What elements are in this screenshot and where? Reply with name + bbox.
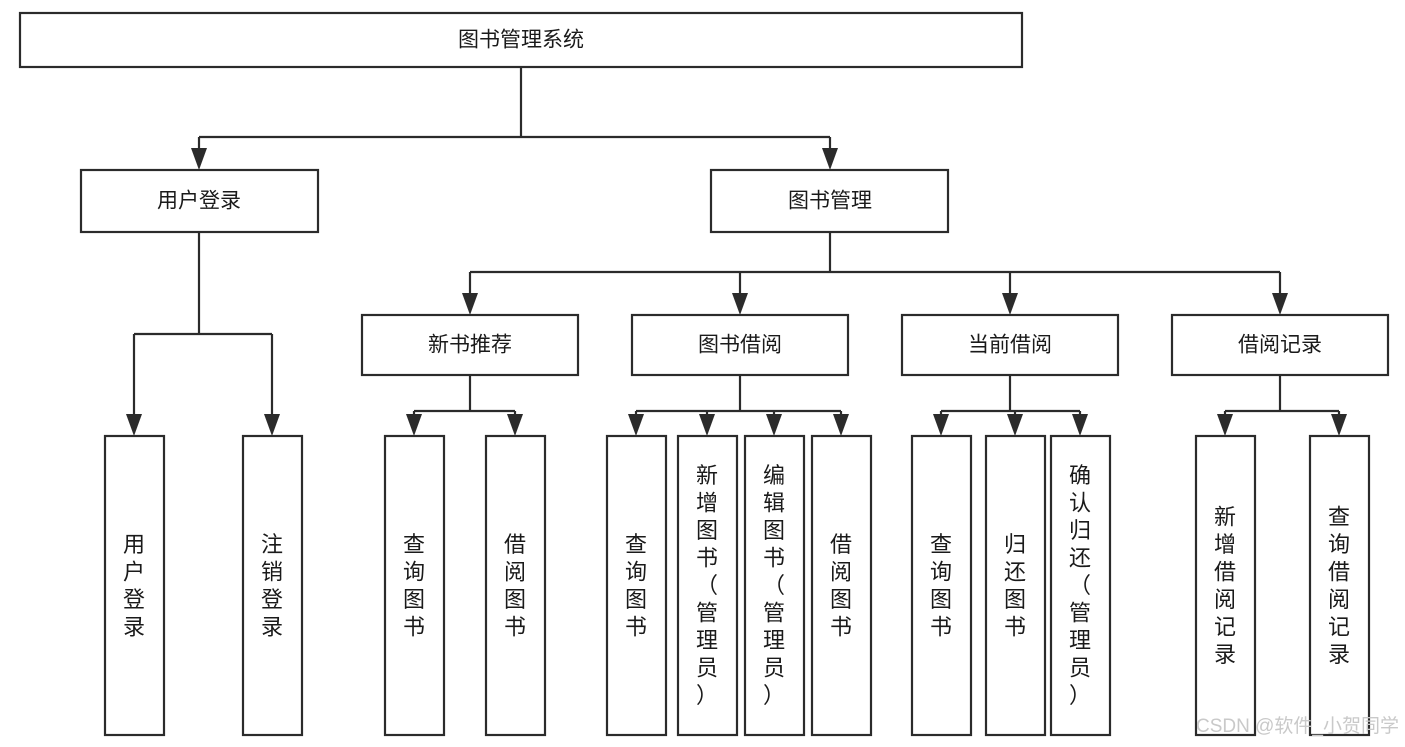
node-leaf-edit-book-box[interactable] xyxy=(743,434,806,737)
arrow-head-new-book-recommend xyxy=(462,293,478,315)
arrow-head-borrow-record xyxy=(1272,293,1288,315)
node-leaf-add-record-label: 新增借阅记录 xyxy=(1214,504,1236,667)
node-leaf-add-book[interactable]: 新增图书（管理员） xyxy=(676,434,739,737)
node-leaf-logout-box[interactable] xyxy=(241,434,304,737)
arrow-head-book-management xyxy=(822,148,838,170)
node-leaf-logout[interactable]: 注销登录 xyxy=(241,434,304,737)
node-leaf-return-book-label: 归还图书 xyxy=(1004,532,1026,640)
arrow-head-leaf-add-record xyxy=(1217,414,1233,436)
node-root-label: 图书管理系统 xyxy=(458,29,584,52)
node-leaf-query-record-box[interactable] xyxy=(1308,434,1371,737)
node-book-borrow-label: 图书借阅 xyxy=(698,334,782,357)
node-leaf-borrow-book-1-label: 借阅图书 xyxy=(504,532,526,640)
connector-group-borrow-record xyxy=(1217,375,1347,436)
node-book-management[interactable]: 图书管理 xyxy=(709,168,950,234)
node-leaf-query-book-2-label: 查询图书 xyxy=(625,532,647,640)
node-leaf-query-record-label: 查询借阅记录 xyxy=(1328,504,1350,667)
node-leaf-edit-book-label: 编辑图书（管理员） xyxy=(763,463,785,708)
node-leaf-add-book-box[interactable] xyxy=(676,434,739,737)
node-leaf-confirm-return[interactable]: 确认归还（管理员） xyxy=(1049,434,1112,737)
node-leaf-borrow-book-1[interactable]: 借阅图书 xyxy=(484,434,547,737)
node-root-box[interactable] xyxy=(18,11,1024,69)
node-leaf-query-book-1-label: 查询图书 xyxy=(403,532,425,640)
arrow-head-leaf-confirm-return xyxy=(1072,414,1088,436)
csdn-watermark: CSDN @软件_小贺同学 xyxy=(1196,715,1399,737)
node-book-management-label: 图书管理 xyxy=(788,190,872,213)
node-borrow-record[interactable]: 借阅记录 xyxy=(1170,313,1390,377)
node-new-book-recommend-box[interactable] xyxy=(360,313,580,377)
node-borrow-record-box[interactable] xyxy=(1170,313,1390,377)
node-leaf-query-book-3[interactable]: 查询图书 xyxy=(910,434,973,737)
arrow-head-user-login xyxy=(191,148,207,170)
connector-group-book-borrow xyxy=(628,375,849,436)
arrow-head-book-borrow xyxy=(732,293,748,315)
node-leaf-query-book-1[interactable]: 查询图书 xyxy=(383,434,446,737)
node-user-login[interactable]: 用户登录 xyxy=(79,168,320,234)
node-leaf-return-book-box[interactable] xyxy=(984,434,1047,737)
node-leaf-query-book-3-box[interactable] xyxy=(910,434,973,737)
arrow-head-leaf-query-book-1 xyxy=(406,414,422,436)
node-leaf-query-record[interactable]: 查询借阅记录 xyxy=(1308,434,1371,737)
node-new-book-recommend-label: 新书推荐 xyxy=(428,334,512,357)
node-leaf-query-book-3-label: 查询图书 xyxy=(930,532,952,640)
connector-group-user-login xyxy=(126,232,280,436)
node-leaf-borrow-book-2[interactable]: 借阅图书 xyxy=(810,434,873,737)
arrow-head-current-borrow xyxy=(1002,293,1018,315)
node-user-login-box[interactable] xyxy=(79,168,320,234)
node-leaf-return-book[interactable]: 归还图书 xyxy=(984,434,1047,737)
connector-group-root xyxy=(191,67,838,170)
node-leaf-add-record[interactable]: 新增借阅记录 xyxy=(1194,434,1257,737)
node-leaf-add-book-label: 新增图书（管理员） xyxy=(696,463,718,708)
node-leaf-confirm-return-label: 确认归还（管理员） xyxy=(1069,463,1091,708)
node-leaf-borrow-book-2-box[interactable] xyxy=(810,434,873,737)
node-book-management-box[interactable] xyxy=(709,168,950,234)
arrow-head-leaf-borrow-book-1 xyxy=(507,414,523,436)
node-current-borrow-label: 当前借阅 xyxy=(968,334,1052,357)
connector-group-current-borrow xyxy=(933,375,1088,436)
arrow-head-leaf-query-book-3 xyxy=(933,414,949,436)
node-book-borrow-box[interactable] xyxy=(630,313,850,377)
node-user-login-label: 用户登录 xyxy=(157,190,241,213)
node-leaf-confirm-return-box[interactable] xyxy=(1049,434,1112,737)
node-leaf-edit-book[interactable]: 编辑图书（管理员） xyxy=(743,434,806,737)
node-root[interactable]: 图书管理系统 xyxy=(18,11,1024,69)
node-book-borrow[interactable]: 图书借阅 xyxy=(630,313,850,377)
connector-group-book-management xyxy=(462,232,1288,315)
node-new-book-recommend[interactable]: 新书推荐 xyxy=(360,313,580,377)
node-leaf-user-login[interactable]: 用户登录 xyxy=(103,434,166,737)
arrow-head-leaf-return-book xyxy=(1007,414,1023,436)
node-leaf-borrow-book-1-box[interactable] xyxy=(484,434,547,737)
arrow-head-leaf-borrow-book-2 xyxy=(833,414,849,436)
node-current-borrow-box[interactable] xyxy=(900,313,1120,377)
node-leaf-query-book-2-box[interactable] xyxy=(605,434,668,737)
arrow-head-leaf-edit-book xyxy=(766,414,782,436)
arrow-head-leaf-query-book-2 xyxy=(628,414,644,436)
node-leaf-user-login-label: 用户登录 xyxy=(123,532,145,640)
arrow-head-leaf-add-book xyxy=(699,414,715,436)
arrow-head-leaf-logout xyxy=(264,414,280,436)
node-leaf-add-record-box[interactable] xyxy=(1194,434,1257,737)
node-borrow-record-label: 借阅记录 xyxy=(1238,334,1322,357)
connector-group-new-book-recommend xyxy=(406,375,523,436)
arrow-head-leaf-user-login xyxy=(126,414,142,436)
node-leaf-logout-label: 注销登录 xyxy=(261,532,283,640)
node-current-borrow[interactable]: 当前借阅 xyxy=(900,313,1120,377)
node-leaf-query-book-2[interactable]: 查询图书 xyxy=(605,434,668,737)
node-leaf-borrow-book-2-label: 借阅图书 xyxy=(830,532,852,640)
node-leaf-user-login-box[interactable] xyxy=(103,434,166,737)
node-leaf-query-book-1-box[interactable] xyxy=(383,434,446,737)
arrow-head-leaf-query-record xyxy=(1331,414,1347,436)
